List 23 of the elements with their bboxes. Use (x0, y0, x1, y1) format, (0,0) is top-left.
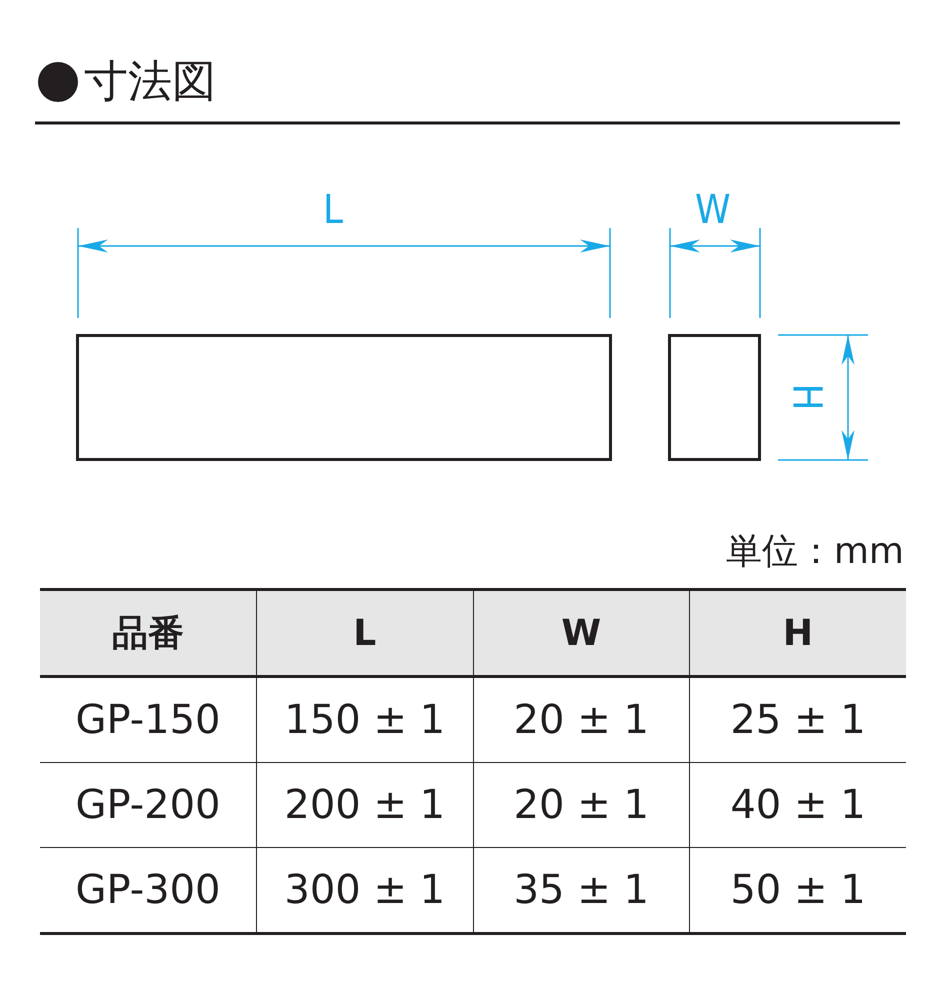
table-header-cell: L (256, 590, 473, 676)
table-cell: 40 ± 1 (690, 762, 906, 848)
table-cell: 200 ± 1 (256, 762, 473, 848)
table-cell: 20 ± 1 (473, 676, 690, 762)
dimension-label: H (786, 383, 827, 411)
table-cell: 50 ± 1 (690, 848, 906, 934)
unit-note: 単位：mm (726, 530, 904, 574)
table-cell: 150 ± 1 (256, 676, 473, 762)
table-cell: 35 ± 1 (473, 848, 690, 934)
table-cell: 300 ± 1 (256, 848, 473, 934)
dimension-label: L (323, 190, 344, 230)
table-cell: 20 ± 1 (473, 762, 690, 848)
table-header-cell: H (690, 590, 906, 676)
table-header-cell: 品番 (40, 590, 256, 676)
section-heading: 寸法図 (84, 56, 216, 108)
bar-end-view (668, 334, 761, 461)
dimension-label: W (695, 190, 731, 230)
table-header-cell: W (473, 590, 690, 676)
table-cell: GP-150 (40, 676, 256, 762)
table-cell: 25 ± 1 (690, 676, 906, 762)
table-cell: GP-200 (40, 762, 256, 848)
table-cell: GP-300 (40, 848, 256, 934)
bar-front-view (76, 334, 612, 461)
